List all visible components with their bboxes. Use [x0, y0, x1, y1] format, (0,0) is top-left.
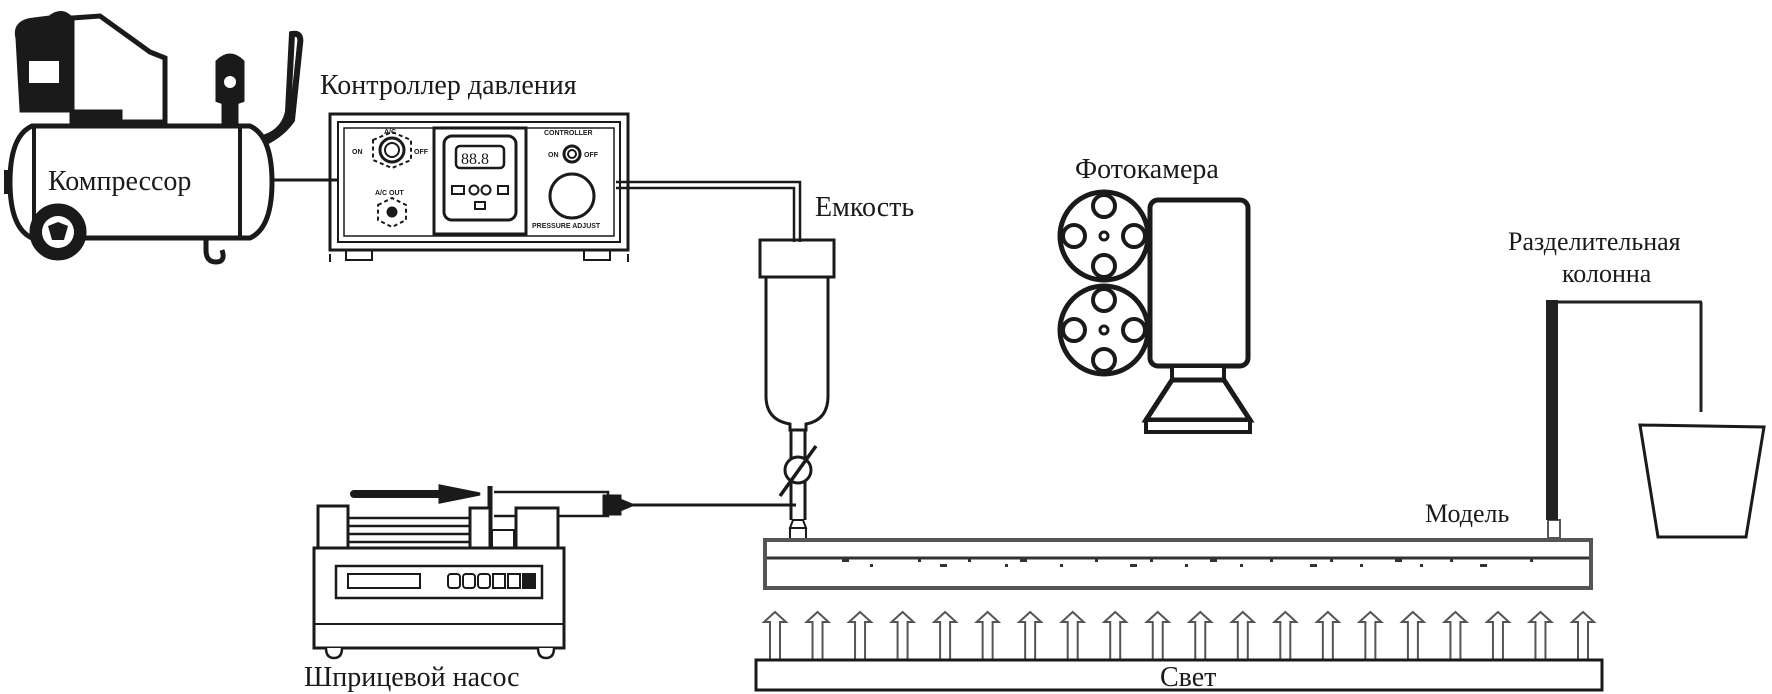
- controller-on-label: ON: [548, 152, 559, 159]
- pore-dot: [842, 559, 849, 562]
- light-arrow-icon: [974, 610, 1002, 660]
- controller-off-label: OFF: [584, 152, 599, 159]
- light-arrow-icon: [931, 610, 959, 660]
- pore-dot: [1020, 559, 1027, 562]
- air-line: [616, 180, 802, 242]
- light-arrow-icon: [1271, 610, 1299, 660]
- pore-dot: [1130, 564, 1137, 567]
- pressure-controller-label: Контроллер давления: [320, 70, 577, 101]
- syringe-pump-label: Шприцевой насос: [304, 662, 520, 693]
- pore-dot: [1095, 559, 1098, 562]
- pore-dot: [1210, 559, 1217, 562]
- separation-column-icon: [1546, 300, 1703, 520]
- pore-dot: [1530, 559, 1533, 562]
- light-arrow-icon: [1441, 610, 1470, 660]
- ac-switch-label: A/C: [384, 129, 396, 136]
- light-arrow-icon: [1356, 610, 1384, 660]
- pore-dot: [1480, 564, 1487, 567]
- controller-panel-text: A/C ON OFF A/C OUT 88.8 CONTROLLER ON OF…: [352, 129, 601, 230]
- pore-dot: [940, 564, 947, 567]
- compressor-icon: [4, 11, 338, 265]
- pore-dot: [1240, 564, 1243, 567]
- pore-dot: [1395, 559, 1402, 562]
- separation-column-label-line2: колонна: [1562, 259, 1652, 288]
- inlet-fitting-icon: [788, 519, 808, 541]
- ac-off-label: OFF: [414, 149, 429, 156]
- pore-dot: [1185, 564, 1188, 567]
- light-arrow-icon: [1569, 610, 1597, 660]
- light-arrow-icon: [1144, 610, 1172, 660]
- syringe-pump-icon: [312, 484, 796, 660]
- light-arrow-icon: [1229, 610, 1257, 660]
- pore-dot: [870, 564, 873, 567]
- light-arrow-icon: [846, 610, 874, 660]
- separation-column-label-line1: Разделительная: [1508, 227, 1681, 256]
- pore-dots: [842, 559, 1533, 567]
- pore-dot: [1360, 564, 1363, 567]
- camera-icon: [1057, 189, 1255, 434]
- pore-dot: [1005, 564, 1008, 567]
- pore-dot: [1060, 564, 1063, 567]
- pressure-controller-icon: [328, 112, 630, 262]
- light-arrow-icon: [1016, 610, 1044, 660]
- camera-label: Фотокамера: [1075, 154, 1219, 185]
- pressure-display-readout: 88.8: [461, 151, 489, 168]
- pore-dot: [968, 559, 971, 562]
- light-source-icon: [754, 658, 1604, 692]
- light-arrow-icon: [761, 610, 789, 660]
- pore-dot: [918, 559, 921, 562]
- outlet-fitting-icon: [1547, 519, 1561, 539]
- light-arrow-icon: [803, 610, 832, 660]
- light-arrow-icon: [1059, 610, 1087, 660]
- pore-dot: [1450, 559, 1453, 562]
- collection-beaker-icon: [1638, 423, 1766, 539]
- micromodel-icon: [763, 538, 1593, 590]
- pore-dot: [1420, 564, 1423, 567]
- controller-switch-label: CONTROLLER: [544, 130, 593, 137]
- light-label: Свет: [1160, 662, 1216, 693]
- pore-dot: [1150, 559, 1153, 562]
- light-arrow-icon: [1186, 610, 1214, 660]
- reservoir-label: Емкость: [815, 192, 914, 223]
- light-arrow-icon: [1526, 610, 1555, 660]
- compressor-label: Компрессор: [48, 166, 191, 197]
- pore-dot: [1270, 559, 1273, 562]
- pore-dot: [1310, 564, 1317, 567]
- pressure-adjust-label: PRESSURE ADJUST: [532, 223, 601, 230]
- light-arrow-icon: [1484, 610, 1512, 660]
- light-arrows: [761, 610, 1597, 660]
- light-arrow-icon: [1399, 610, 1427, 660]
- valve-icon: [778, 444, 818, 498]
- light-arrow-icon: [1101, 610, 1129, 660]
- ac-on-label: ON: [352, 149, 363, 156]
- pore-dot: [1330, 559, 1333, 562]
- light-arrow-icon: [1314, 610, 1342, 660]
- ac-out-label: A/C OUT: [375, 190, 405, 197]
- light-arrow-icon: [888, 610, 917, 660]
- model-label: Модель: [1425, 499, 1509, 528]
